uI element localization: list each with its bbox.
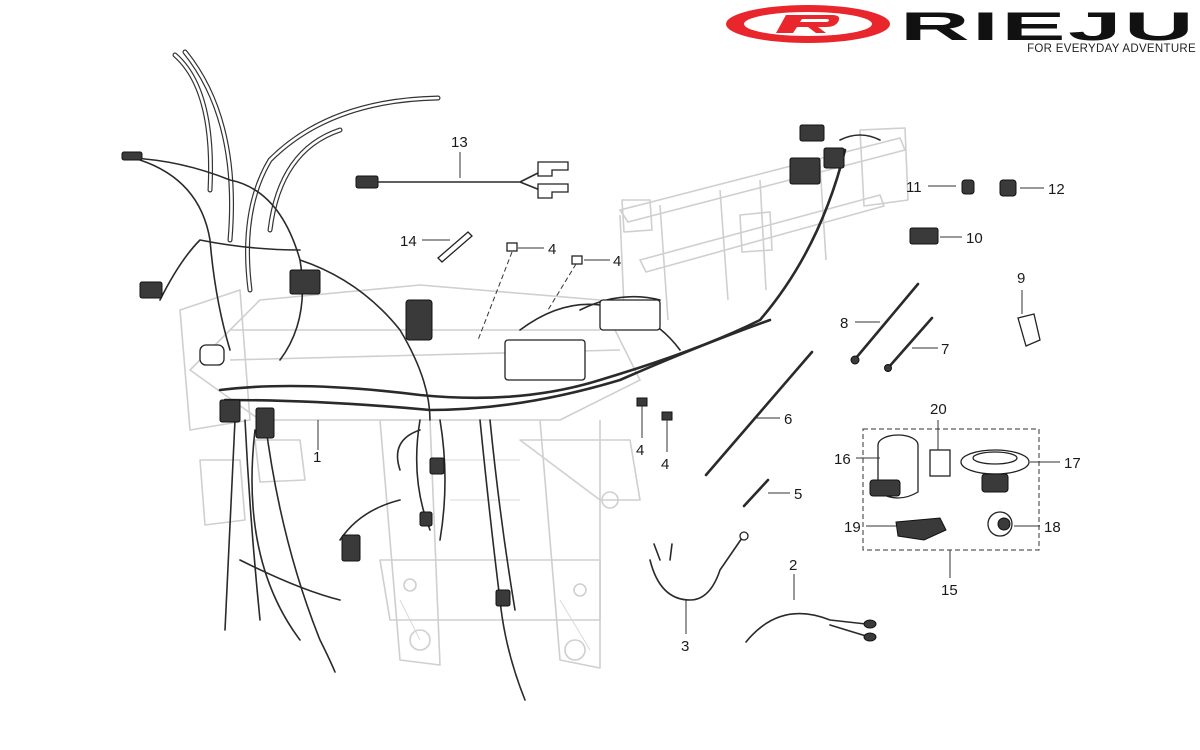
- callout-9: 9: [1017, 270, 1025, 287]
- callout-4b: 4: [613, 253, 621, 270]
- part-4-bolts: [506, 242, 673, 421]
- part-11-clip: [961, 179, 975, 195]
- part-17-fuel-cap: [960, 449, 1030, 493]
- callout-1: 1: [313, 449, 321, 466]
- part-2-battery-cable: [745, 612, 877, 643]
- part-13-adaptor-cable: [355, 161, 569, 199]
- frame-outline: [179, 127, 909, 669]
- main-wiring-harness: [121, 49, 881, 701]
- part-5-strap: [742, 478, 770, 508]
- callout-4d: 4: [661, 456, 669, 473]
- callout-13: 13: [451, 134, 468, 151]
- callout-8: 8: [840, 315, 848, 332]
- leader-lines: [317, 152, 1060, 634]
- callout-20: 20: [930, 401, 947, 418]
- callout-17: 17: [1064, 455, 1081, 472]
- part-20-label: [929, 449, 951, 477]
- callout-2: 2: [789, 557, 797, 574]
- callout-14: 14: [400, 233, 417, 250]
- brand-wordmark: RIEJU: [900, 5, 1196, 49]
- callout-numbers: 1 2 3 4 4 4 4 4 5 6 7 8 9 10 11 12 13 14…: [313, 134, 1081, 655]
- callout-6: 6: [784, 411, 792, 428]
- callout-5: 5: [794, 486, 802, 503]
- callout-18: 18: [1044, 519, 1061, 536]
- part-16-ignition-switch: [869, 434, 919, 499]
- part-8-cable-tie: [854, 282, 920, 360]
- logo-r-mark: [776, 15, 840, 33]
- callout-10: 10: [966, 230, 983, 247]
- part-9-socket: [1017, 313, 1041, 347]
- brand-tagline: FOR EVERYDAY ADVENTURE: [1027, 43, 1196, 55]
- callout-19: 19: [844, 519, 861, 536]
- callout-11: 11: [906, 179, 922, 196]
- callout-15: 15: [941, 582, 958, 599]
- part-18-seat-lock: [987, 511, 1013, 537]
- callout-4a: 4: [548, 241, 556, 258]
- callout-16: 16: [834, 451, 851, 468]
- part-7-cable-tie: [886, 316, 934, 370]
- callout-7: 7: [941, 341, 949, 358]
- callout-12: 12: [1048, 181, 1065, 198]
- part-19-bracket: [895, 517, 947, 541]
- part-12-clip: [999, 179, 1017, 197]
- part-15-lock-set: [862, 428, 1040, 551]
- part-6-cable-tie: [704, 350, 814, 477]
- part-14-bracket: [437, 231, 473, 263]
- brand-logo: RIEJU FOR EVERYDAY ADVENTURE: [726, 5, 1196, 55]
- part-10-relay: [909, 227, 939, 245]
- part-3-earth-cable: [649, 531, 749, 601]
- callout-4c: 4: [636, 442, 644, 459]
- callout-3: 3: [681, 638, 689, 655]
